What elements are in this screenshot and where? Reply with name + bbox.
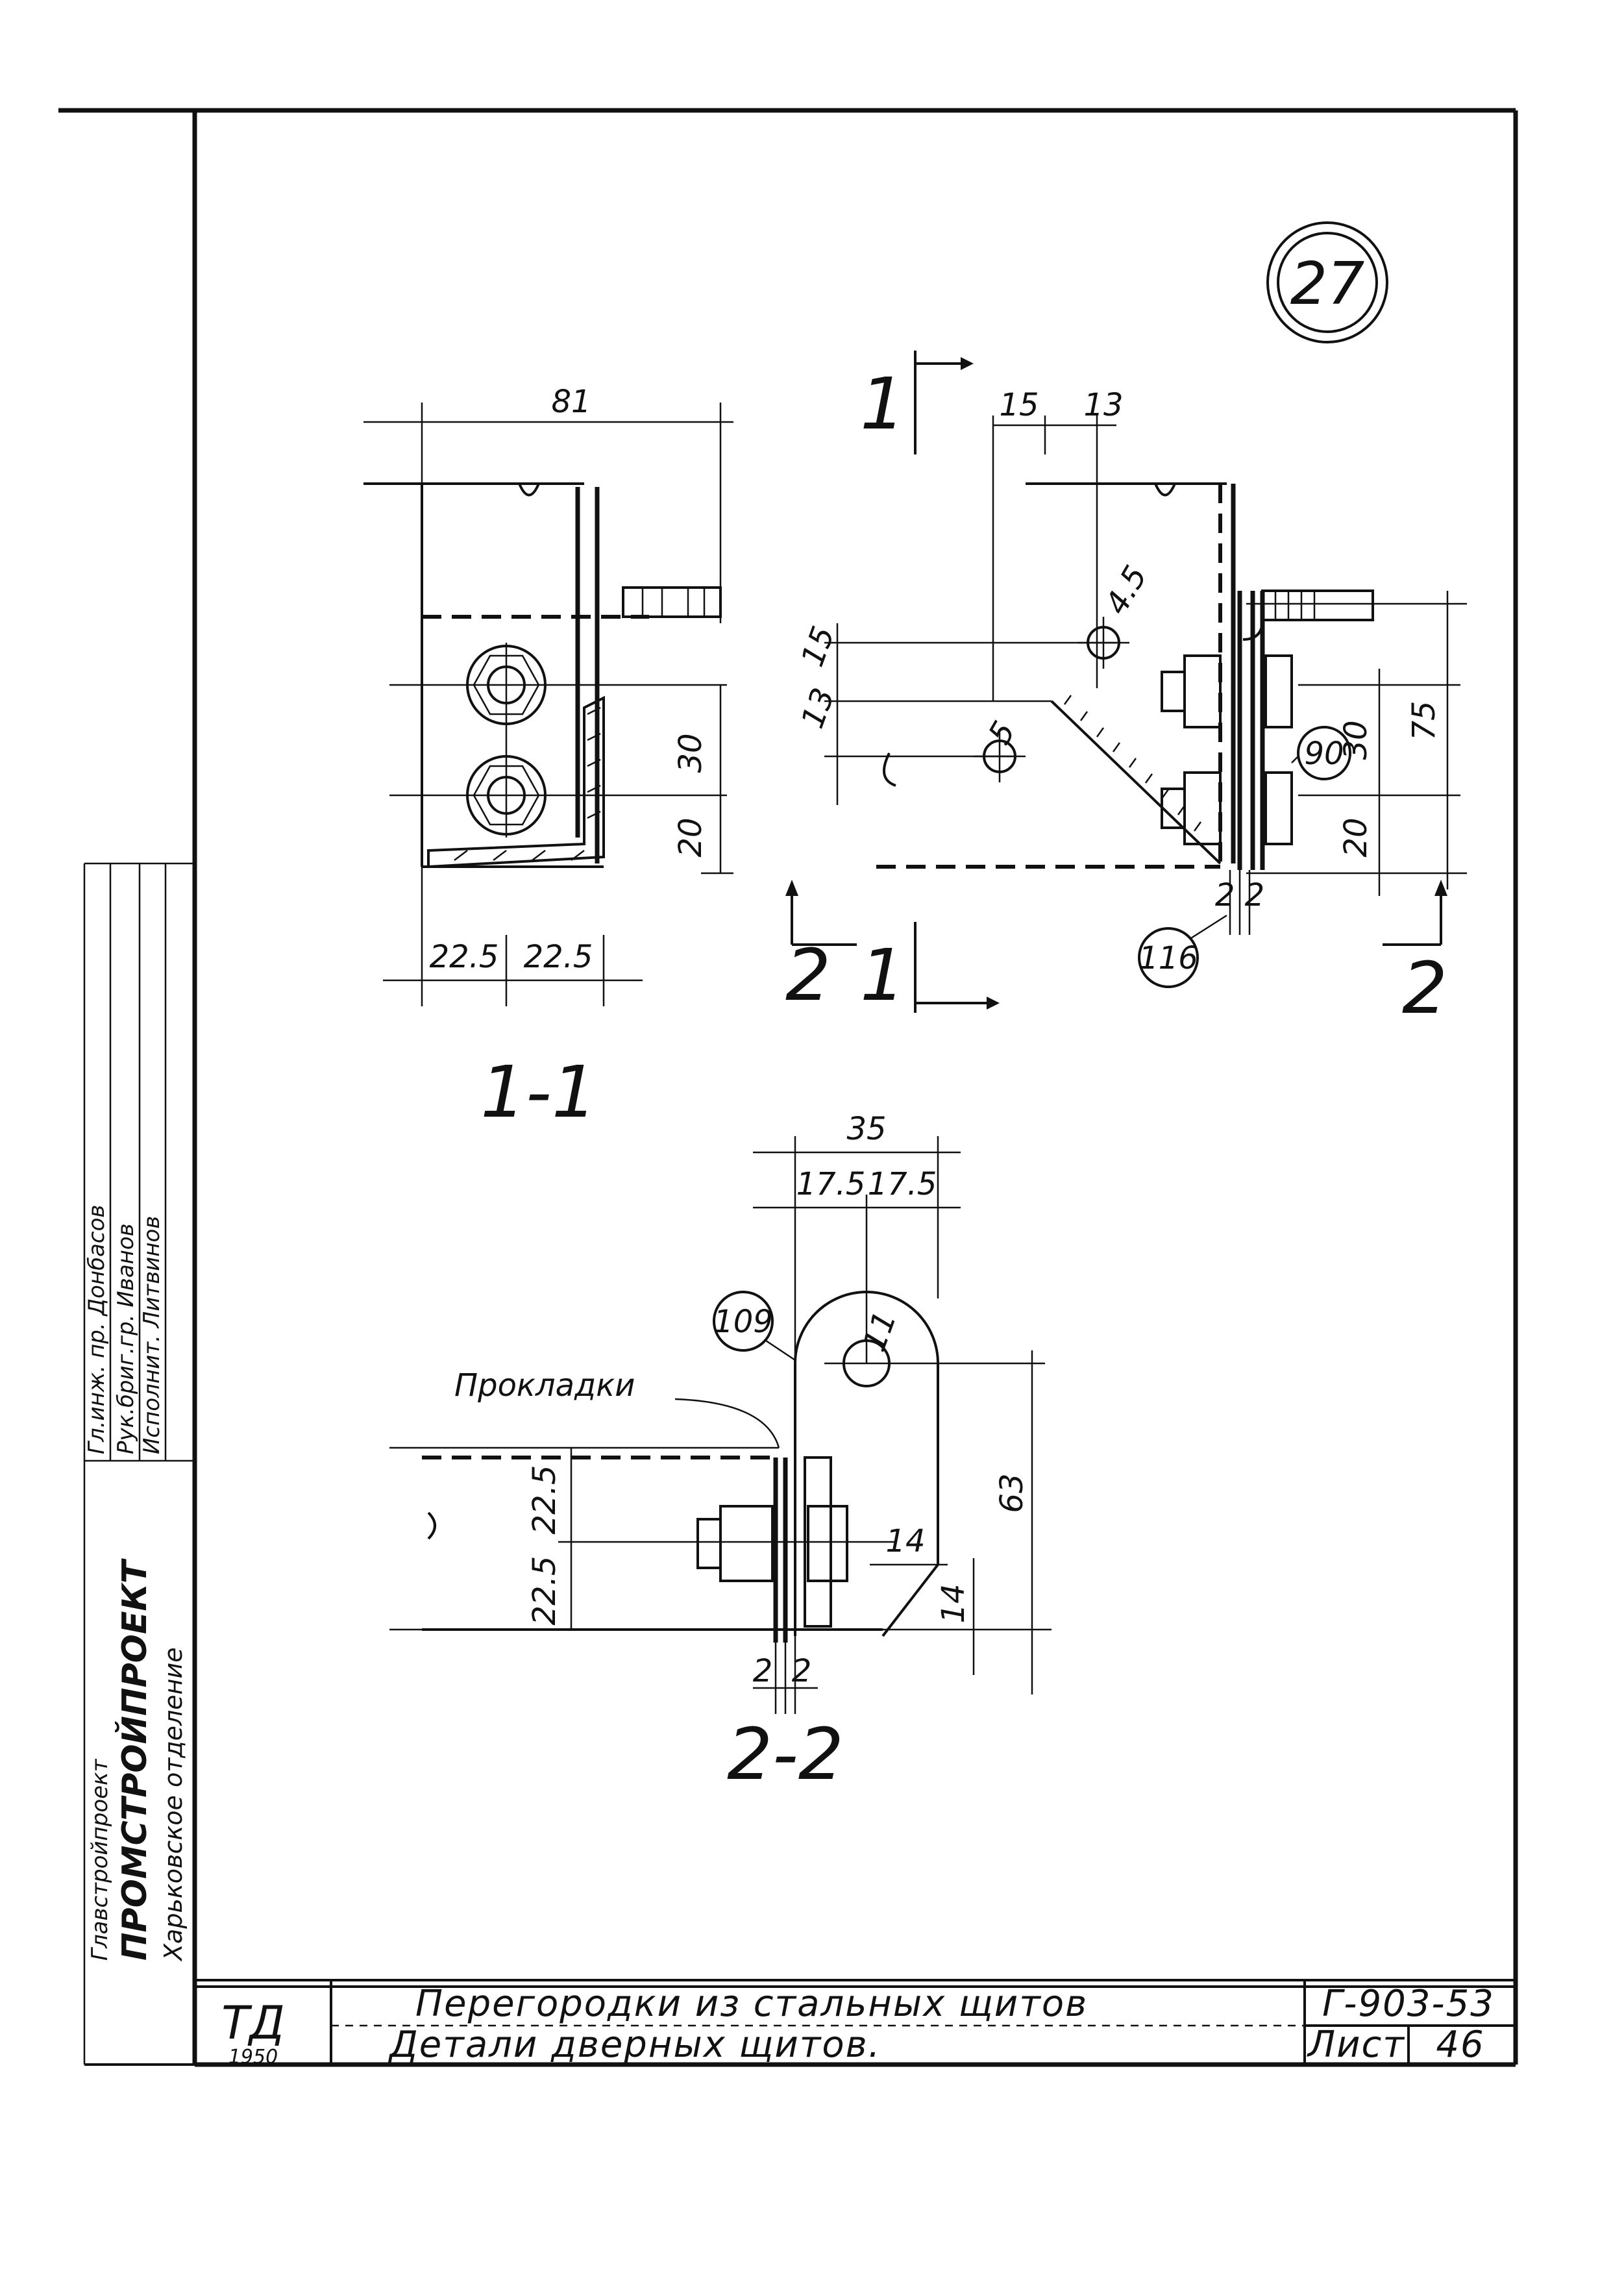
dim-13-top: 13 [1083,387,1123,423]
dim-22-5-v-a: 22.5 [526,1465,563,1535]
dim-22-5-b: 22.5 [524,939,593,975]
view-section-2-2: 35 17.5 17.5 11 109 Прокладки 22.5 22.5 [389,1111,1052,1796]
stamp-row-2: Рук.бриг.гр. Иванов [113,1223,139,1454]
dim-20-left: 20 [672,817,709,857]
callout-109: 109 [713,1304,773,1340]
title-sub: Детали дверных щитов. [388,2024,881,2066]
title-block: ТД 1950 Перегородки из стальных щитов Де… [195,1979,1516,2068]
dim-35: 35 [846,1111,886,1147]
logo-letters: ТД [221,1996,284,2050]
dim-22-5-v-b: 22.5 [526,1556,563,1626]
dim-gap-2-2: 2 2 [1215,877,1264,913]
dim-30-right: 30 [1338,720,1374,760]
view-section-1-1: 81 30 20 22.5 [363,384,733,1134]
dim-81: 81 [551,384,591,420]
dim-hole-11: 11 [856,1307,904,1357]
view-front-elevation: 1 15 13 4.5 5 15 13 [785,351,1467,1030]
section-mark-1-bottom: 1 [860,934,905,1017]
sheet-frame [58,108,1518,2067]
dim-14-horizontal: 14 [885,1523,925,1559]
section-title-1-1: 1-1 [480,1050,597,1134]
section-title-2-2: 2-2 [727,1713,844,1796]
dim-30-left: 30 [672,733,709,773]
callout-116: 116 [1138,940,1198,976]
dim-14-vertical: 14 [935,1583,972,1623]
drawing-number-badge: 27 [1266,221,1388,343]
logo-year: 1950 [228,2046,278,2068]
label-gasket: Прокладки [454,1367,635,1404]
stamp-department: Харьковское отделение [159,1647,188,1962]
stamp-row-3: Исполнит. Литвинов [139,1216,165,1454]
dim-63: 63 [994,1473,1030,1513]
callout-90: 90 [1304,736,1344,772]
section-mark-1-top: 1 [860,362,905,445]
drawing-code: Г-903-53 [1322,1983,1495,2025]
dim-20-right: 20 [1338,817,1374,857]
side-stamp: Гл.инж. пр. Донбасов Рук.бриг.гр. Иванов… [83,862,195,2065]
dim-17-5-b: 17.5 [868,1166,937,1202]
dim-75: 75 [1406,701,1442,740]
stamp-org-line1: Главстройпроект [87,1758,113,1961]
section-mark-2-left: 2 [785,934,831,1017]
dim-2-a: 2 [753,1653,773,1689]
stamp-org-name: ПРОМСТРОЙПРОЕКТ [115,1558,154,1961]
dim-13-left: 13 [794,684,843,734]
dim-2-b: 2 [792,1653,812,1689]
dim-15-top: 15 [999,387,1039,423]
section-mark-2-right: 2 [1402,947,1447,1030]
dim-15-left: 15 [794,622,843,672]
dim-17-5-a: 17.5 [796,1166,866,1202]
sheet-number: 46 [1436,2024,1484,2066]
dim-hole-4-5: 4.5 [1098,560,1155,621]
sheet-label: Лист [1307,2024,1405,2066]
dim-22-5-a: 22.5 [430,939,499,975]
stamp-row-1: Гл.инж. пр. Донбасов [84,1205,110,1454]
title-main: Перегородки из стальных щитов [415,1983,1088,2025]
drawing-number: 27 [1290,250,1365,318]
